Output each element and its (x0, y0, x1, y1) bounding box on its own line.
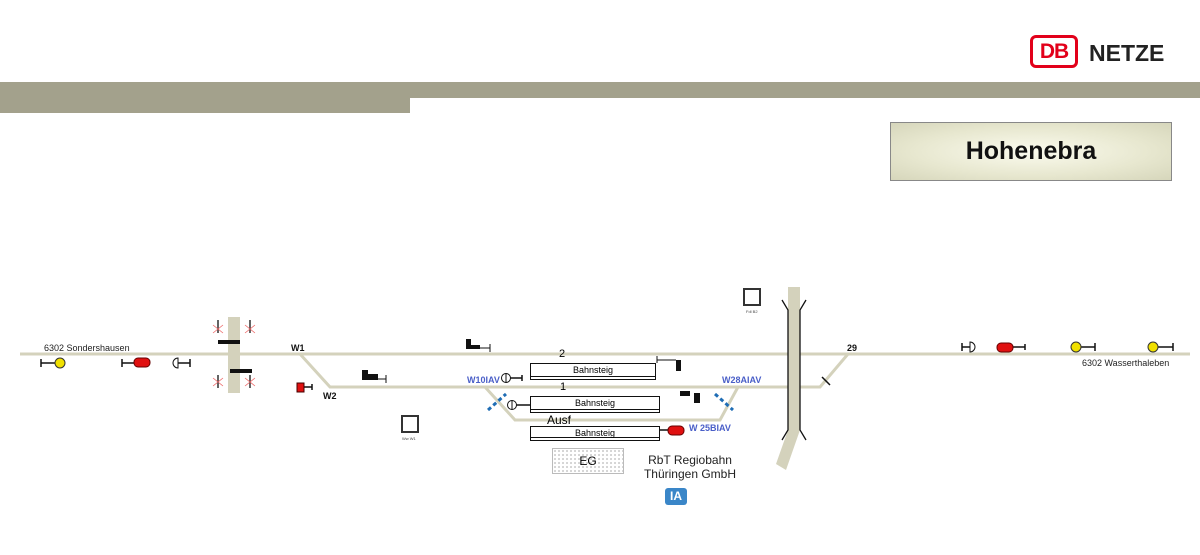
interlocking-ww-label: Ww W1 (402, 436, 416, 441)
track-label-2: 2 (559, 348, 566, 360)
bridge-left (228, 317, 240, 393)
track-1 (298, 352, 850, 389)
switch-w25[interactable]: W 25BIAV (689, 423, 731, 433)
operator-line2: Thüringen GmbH (643, 467, 737, 481)
header-band-left (0, 98, 410, 113)
route-label-right: 6302 Wasserthaleben (1082, 358, 1170, 368)
signal-yellow-right2 (1147, 341, 1159, 353)
signal-red-ausf (667, 425, 685, 436)
tracks (20, 352, 1190, 422)
interlocking-fdl-label: Fdl B2 (746, 309, 758, 314)
ia-badge: IA (665, 488, 687, 505)
platform: Bahnsteig (530, 363, 656, 380)
header-band (0, 82, 1200, 98)
switch-w1[interactable]: W1 (291, 343, 305, 353)
signals (40, 343, 1174, 431)
route-label-left: 6302 Sondershausen (44, 343, 130, 353)
signal-red-w2 (296, 382, 305, 393)
interlocking-fdl-icon (743, 288, 761, 306)
operator-line1: RbT Regiobahn (648, 453, 732, 467)
station-title: Hohenebra (890, 122, 1172, 181)
signal-red-left (133, 357, 151, 368)
track-label-ausf: Ausf (547, 413, 572, 427)
signal-red-right (996, 342, 1014, 353)
signal-yellow-left (54, 357, 66, 369)
switch-29[interactable]: 29 (847, 343, 858, 353)
interlocking-ww-icon (401, 415, 419, 433)
platform: Bahnsteig (530, 426, 660, 441)
db-logo: DB (1030, 35, 1078, 68)
track-label-1: 1 (560, 381, 567, 393)
platform: Bahnsteig (530, 396, 660, 413)
switch-w28[interactable]: W28AIAV (722, 375, 762, 385)
track-ausf (483, 385, 740, 422)
switch-w2[interactable]: W2 (323, 391, 337, 401)
brand-name: NETZE (1089, 40, 1165, 66)
switch-w10[interactable]: W10IAV (467, 375, 500, 385)
signal-yellow-right1 (1070, 341, 1082, 353)
station-building: EG (552, 448, 624, 474)
